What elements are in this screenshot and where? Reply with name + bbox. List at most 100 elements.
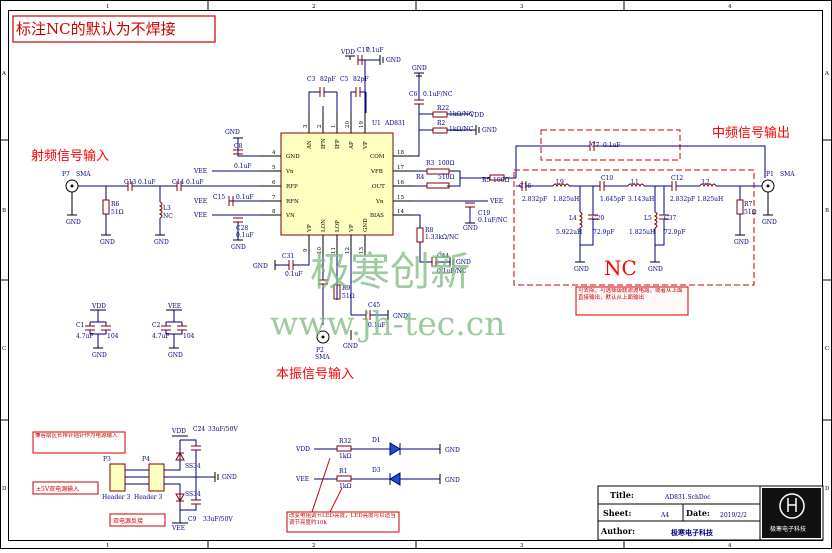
connector-type: SMA [76, 171, 91, 178]
vdd-label: VDD [469, 112, 484, 119]
gnd-label: GND [734, 239, 749, 246]
pin-name: AN [307, 140, 313, 150]
gnd-label: GND [168, 352, 183, 359]
pin-name: VFB [370, 169, 383, 175]
pin-num: 12 [345, 247, 351, 254]
ind-ref: L9 [556, 179, 564, 186]
ic-part: AD831 [384, 120, 406, 127]
cap-ref: C24 [193, 426, 205, 433]
gnd-label: GND [463, 225, 478, 232]
pin-num: 5 [272, 165, 276, 171]
title-note: 标注NC的默认为不焊接 [16, 20, 176, 38]
pin-num: 13 [359, 247, 365, 254]
vdd-label: VDD [91, 303, 106, 310]
col-label: 1 [106, 543, 110, 549]
gnd-label: GND [648, 266, 663, 273]
vee-label: VEE [193, 198, 207, 205]
pin-name: Vn [375, 199, 384, 205]
cap-ref: C6 [409, 91, 418, 98]
nc-note: 可去除，可选择级联滤波电路，或者从上面直接输出，默认从上面输出 [578, 288, 683, 301]
row-label: C [825, 346, 829, 352]
cap-value: 4.7uF [76, 333, 94, 340]
res-ref: R4 [416, 174, 425, 181]
cap-value: 0.1uF [236, 232, 254, 239]
pin-name: BIAS [370, 213, 384, 219]
pin-name: Vn [285, 169, 294, 175]
cap-value: 0.1uF [186, 179, 204, 186]
cap-value: 4.7uF [152, 333, 170, 340]
res-ref: R9 [342, 285, 351, 292]
connector-ref: P7 [62, 171, 70, 178]
pin-name: LOP [335, 220, 341, 232]
res-value: 1kΩ [339, 483, 351, 490]
pin-name: VN [285, 213, 295, 219]
col-label: 4 [728, 4, 732, 10]
connector-ref: P4 [142, 456, 150, 463]
cap-value: 2.832pF [522, 196, 547, 203]
cap-value: 33uF/50V [203, 516, 233, 523]
gnd-label: GND [393, 313, 408, 320]
cap-value: 0.1uF/NC [423, 91, 453, 98]
if-output-label: 中频信号输出 [712, 125, 790, 141]
connector-type: SMA [780, 171, 795, 178]
row-label: B [2, 208, 6, 214]
ind-ref: L1 [631, 179, 639, 186]
pin-num: 1 [331, 125, 337, 129]
row-label: B [825, 208, 829, 214]
top-caps: C3 82pF C5 82pF VDD C17 0.1uF GND [307, 47, 401, 113]
ind-ref: L3 [163, 205, 171, 212]
res-ref: R1 [339, 468, 347, 475]
ind-value: NC [163, 213, 173, 220]
ic-ref: U1 [372, 120, 381, 127]
diode-value: SS34 [185, 491, 201, 498]
pin-num: 10 [317, 247, 323, 254]
res-value: 510Ω [438, 174, 454, 181]
led-ref: D3 [372, 467, 381, 474]
vee-label: VEE [171, 525, 185, 532]
pin-num: 9 [303, 248, 309, 252]
pin-num: 6 [272, 180, 276, 186]
res-value: 1.33kΩ/NC [425, 234, 459, 241]
connector-ref: P2 [316, 347, 324, 354]
cap-value: 0.1uF/NC [437, 268, 467, 275]
row-label: C [2, 346, 6, 352]
sheet-label: Sheet: [603, 508, 631, 518]
led-note: 改变电阻调节LED亮度，LED亮度可以适当调节亮度约10k [289, 513, 396, 526]
vee-label: VEE [193, 168, 207, 175]
cap-value: 0.1uF [234, 163, 252, 170]
gnd-label: GND [154, 239, 169, 246]
sheet-value: A4 [660, 512, 669, 519]
cap-ref: C16 [519, 183, 531, 190]
res-value: 100Ω [493, 177, 509, 184]
cap-value: 82pF [320, 76, 336, 83]
led-ref: D1 [372, 437, 381, 444]
cap-ref: C44 [437, 253, 449, 260]
rf-input-label: 射频信号输入 [31, 148, 109, 164]
vee-label: VEE [489, 198, 503, 205]
lo-input-section: C31 0.1uF GND R9 51Ω C45 0.1uF GND GND P… [253, 253, 408, 382]
cap-value: 82pF [353, 76, 369, 83]
logo-text: 极寒电子科技 [770, 525, 806, 533]
nc-label: NC [604, 256, 637, 280]
col-label: 3 [520, 543, 524, 549]
title-note-box [12, 15, 216, 43]
cap-ref: C37 [664, 215, 676, 222]
pin-num: 17 [397, 165, 404, 171]
cap-value: 2.832pF [670, 196, 695, 203]
vdd-label: VDD [340, 49, 355, 56]
pin-name: COM [370, 154, 385, 160]
res-ref: R6 [111, 201, 120, 208]
pin-num: 19 [359, 121, 365, 128]
logo-box [762, 488, 821, 538]
cap-ref: C15 [213, 194, 225, 201]
gnd-label: GND [66, 219, 81, 226]
res-ref: R22 [437, 105, 449, 112]
gnd-label: GND [445, 447, 460, 454]
pin-name: RFP [286, 184, 298, 190]
ind-ref: L5 [644, 215, 652, 222]
res-ref: R3 [426, 160, 435, 167]
pin-name: OUT [372, 184, 385, 190]
